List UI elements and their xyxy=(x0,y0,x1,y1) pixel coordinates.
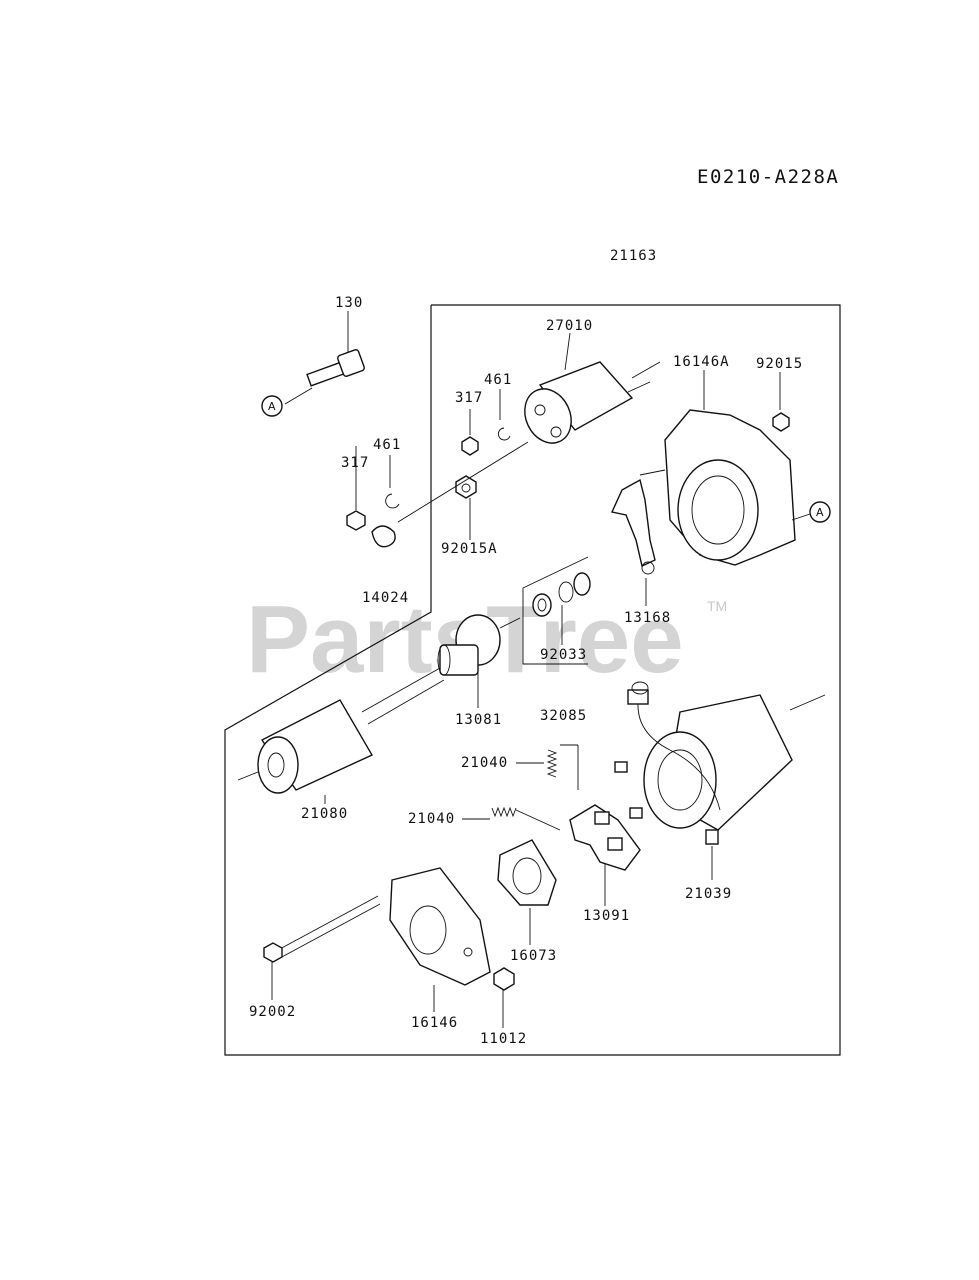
part-label-461-upper[interactable]: 461 xyxy=(484,372,513,388)
ref-marker-a-right xyxy=(809,501,831,523)
part-label-92033[interactable]: 92033 xyxy=(540,647,588,663)
solenoid-27010-drawing xyxy=(524,332,661,444)
part-label-461-lower[interactable]: 461 xyxy=(373,437,402,453)
washers-92033-drawing xyxy=(532,572,591,645)
svg-text:A: A xyxy=(268,400,276,413)
part-label-21080[interactable]: 21080 xyxy=(301,806,349,822)
part-label-13168[interactable]: 13168 xyxy=(624,610,672,626)
part-label-14024[interactable]: 14024 xyxy=(362,590,410,606)
ref-marker-a-left xyxy=(261,395,283,417)
brush-holder-13091-drawing xyxy=(569,804,641,906)
part-label-16073[interactable]: 16073 xyxy=(510,948,558,964)
diagram-code: E0210-A228A xyxy=(697,166,840,188)
part-label-21039[interactable]: 21039 xyxy=(685,886,733,902)
bolt-130-drawing: A xyxy=(261,311,365,417)
part-label-130[interactable]: 130 xyxy=(335,295,364,311)
part-label-16146[interactable]: 16146 xyxy=(411,1015,459,1031)
drive-housing-16146a-drawing: A xyxy=(639,370,831,566)
part-label-92015a[interactable]: 92015A xyxy=(441,541,498,557)
plate-16073-drawing xyxy=(497,839,557,945)
part-label-32085[interactable]: 32085 xyxy=(540,708,588,724)
part-label-13091[interactable]: 13091 xyxy=(583,908,631,924)
part-label-16146a[interactable]: 16146A xyxy=(673,354,730,370)
small-hardware-drawing xyxy=(346,389,529,548)
shift-lever-13168-drawing xyxy=(611,478,656,606)
springs-21040-drawing xyxy=(462,744,579,831)
watermark-trademark: TM xyxy=(707,598,728,614)
part-label-11012[interactable]: 11012 xyxy=(480,1031,528,1047)
assembly-number[interactable]: 21163 xyxy=(610,248,658,264)
pinion-13081-drawing xyxy=(437,614,521,708)
part-label-21040-lower[interactable]: 21040 xyxy=(408,811,456,827)
part-label-92015[interactable]: 92015 xyxy=(756,356,804,372)
part-label-317-upper[interactable]: 317 xyxy=(455,390,484,406)
yoke-assembly-drawing xyxy=(614,681,826,880)
part-label-92002[interactable]: 92002 xyxy=(249,1004,297,1020)
part-label-27010[interactable]: 27010 xyxy=(546,318,594,334)
assembly-frame xyxy=(224,304,841,1056)
part-label-21040-upper[interactable]: 21040 xyxy=(461,755,509,771)
part-label-13081[interactable]: 13081 xyxy=(455,712,503,728)
part-label-317-lower[interactable]: 317 xyxy=(341,455,370,471)
armature-21080-drawing xyxy=(237,667,445,804)
drive-bracket xyxy=(522,556,589,665)
svg-text:A: A xyxy=(816,506,824,519)
end-frame-16146-drawing xyxy=(263,867,515,1028)
